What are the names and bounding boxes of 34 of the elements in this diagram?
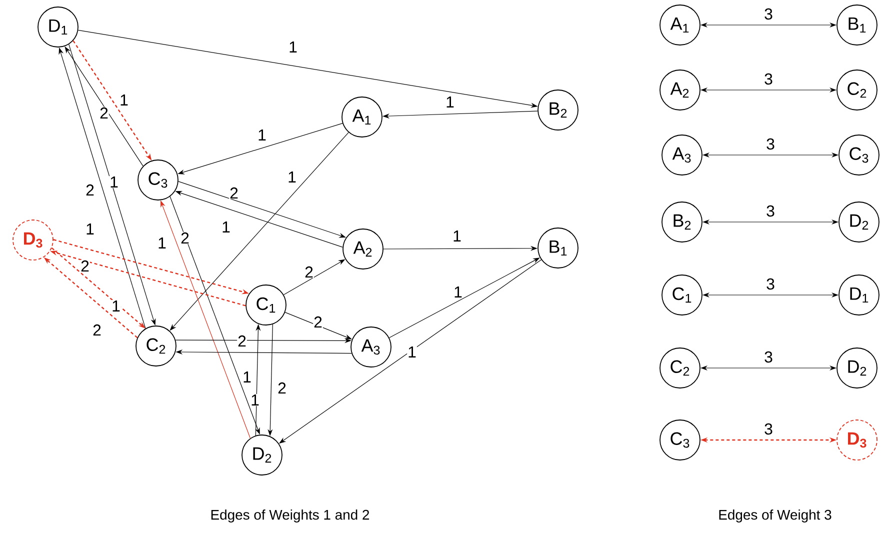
- edge-label: 3: [766, 204, 776, 218]
- edge-label: 1: [111, 300, 121, 312]
- edge-label: 2: [180, 232, 190, 244]
- edge-label: 1: [452, 230, 462, 242]
- edge-label: 1: [85, 223, 95, 235]
- edge-label: 2: [80, 260, 90, 272]
- caption: Edges of Weights 1 and 2: [211, 510, 370, 522]
- edge-label: 1: [119, 94, 129, 106]
- edge-label: 1: [445, 96, 455, 108]
- edge-label: 1: [407, 346, 417, 358]
- edge-label: 2: [304, 266, 314, 278]
- edge-label: 2: [237, 334, 247, 348]
- edge-label: 1: [242, 371, 252, 383]
- edge-label: 2: [229, 186, 239, 200]
- edge-label: 1: [109, 176, 119, 188]
- edge-label: 2: [277, 382, 287, 394]
- edge-label: 3: [766, 138, 776, 150]
- edge-label: 2: [85, 184, 95, 196]
- edge-label: 1: [250, 394, 260, 406]
- edge-label: 2: [313, 316, 323, 328]
- edge-label: 1: [157, 237, 167, 249]
- edge-label: 3: [764, 422, 774, 436]
- edge-label: 1: [453, 286, 463, 298]
- edge-label: 1: [288, 41, 298, 53]
- caption: Edges of Weight 3: [719, 510, 832, 522]
- edge-label: 3: [764, 350, 774, 364]
- edge-label: 3: [766, 278, 776, 290]
- edge-label: 3: [764, 8, 774, 20]
- edge-label: 2: [92, 324, 102, 336]
- edge-label: 1: [257, 129, 267, 141]
- edge-label: 1: [287, 171, 297, 183]
- edge-label: 1: [221, 221, 231, 233]
- edge-label: 2: [99, 106, 109, 120]
- edge-label: 3: [764, 72, 774, 86]
